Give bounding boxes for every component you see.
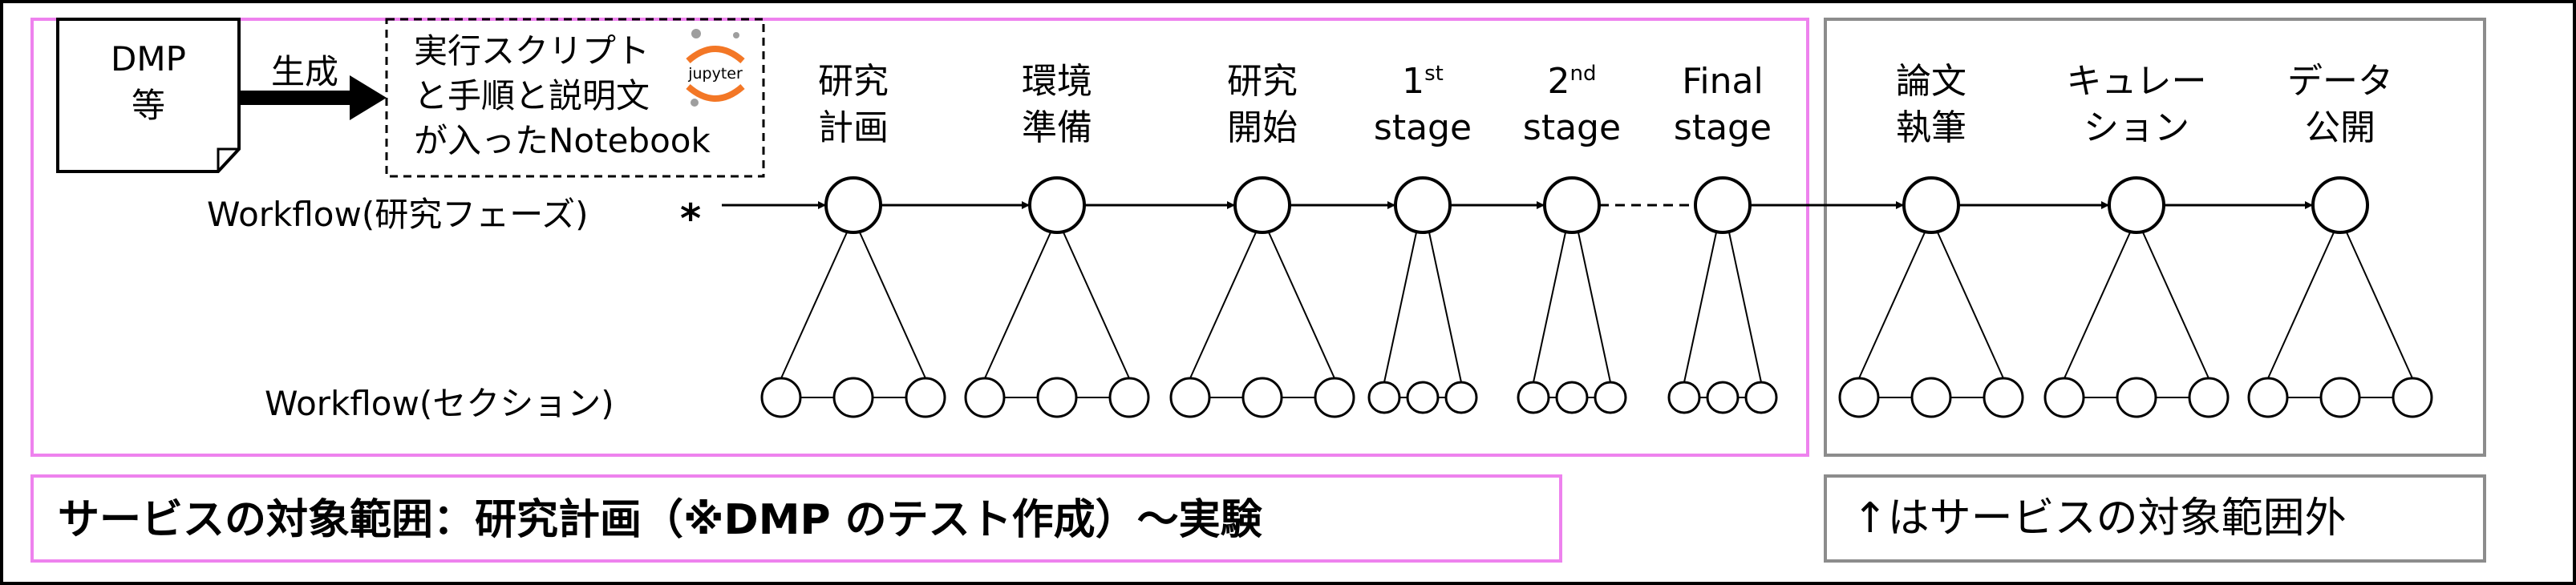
generate-arrow-head xyxy=(350,75,387,120)
tree-branch-line xyxy=(1728,232,1762,383)
section-node xyxy=(1517,381,1550,414)
section-node xyxy=(1444,381,1478,414)
section-node xyxy=(1910,377,1952,418)
section-node xyxy=(2247,377,2289,418)
workflow-phase-label: Workflow(研究フェーズ) xyxy=(207,195,589,234)
dmp-document-icon xyxy=(56,18,241,173)
section-node xyxy=(1744,381,1778,414)
tree-branch-line xyxy=(2267,232,2335,379)
notebook-text-line-2: と手順と説明文 xyxy=(414,76,650,115)
tree-branch-line xyxy=(1428,232,1462,383)
section-node xyxy=(2043,377,2085,418)
phase-label-line1: データ xyxy=(2287,61,2393,102)
phase-node xyxy=(2108,176,2165,234)
tree-branch-line xyxy=(1937,232,2004,379)
section-node xyxy=(1036,377,1078,418)
tree-branch-line xyxy=(2346,232,2413,379)
tree-branch-line xyxy=(984,232,1051,379)
section-node xyxy=(2319,377,2361,418)
phase-label-line1: 2nd xyxy=(1548,61,1597,102)
phase-label-line2: ション xyxy=(2084,107,2189,148)
section-node xyxy=(1983,377,2024,418)
phase-node xyxy=(1902,176,1960,234)
section-node xyxy=(832,377,874,418)
phase-label-line1: 1st xyxy=(1402,61,1444,102)
section-node xyxy=(1406,381,1440,414)
section-node xyxy=(760,377,802,418)
in-scope-region xyxy=(30,18,1809,457)
section-node xyxy=(2116,377,2157,418)
phase-label-line2: 開始 xyxy=(1227,107,1298,148)
generate-label: 生成 xyxy=(271,52,338,91)
phase-label-line2: stage xyxy=(1674,107,1772,148)
phase-label-line1: Final xyxy=(1682,61,1763,102)
section-node xyxy=(1594,381,1627,414)
phase-label-line2: 執筆 xyxy=(1896,107,1966,148)
tree-branch-line xyxy=(780,232,848,379)
section-node xyxy=(1838,377,1880,418)
jupyter-logo-icon: jupyter xyxy=(686,29,745,107)
section-node xyxy=(964,377,1006,418)
section-node xyxy=(1314,377,1355,418)
notebook-box xyxy=(385,18,765,178)
service-scope-text: サービスの対象範囲：研究計画（※DMP のテスト作成）〜実験 xyxy=(58,496,1263,544)
tree-branch-line xyxy=(859,232,926,379)
phase-label-line2: 計画 xyxy=(818,107,889,148)
section-node xyxy=(1555,381,1589,414)
tree-branch-line xyxy=(1683,232,1717,383)
section-node xyxy=(905,377,946,418)
section-node xyxy=(1169,377,1211,418)
phase-node xyxy=(824,176,882,234)
phase-label-line1: 環境 xyxy=(1022,61,1092,102)
phase-label-superscript: nd xyxy=(1570,62,1597,86)
out-of-scope-box xyxy=(1824,474,2486,563)
tree-branch-line xyxy=(1063,232,1130,379)
tree-branch-line xyxy=(1189,232,1257,379)
section-node xyxy=(1367,381,1401,414)
section-node xyxy=(2392,377,2433,418)
tree-branch-line xyxy=(1533,232,1566,383)
tree-branch-line xyxy=(2142,232,2209,379)
phase-label-line1: 研究 xyxy=(1227,61,1298,102)
phase-node xyxy=(1233,176,1291,234)
phase-label-line2: stage xyxy=(1374,107,1472,148)
section-node xyxy=(1241,377,1283,418)
phase-node xyxy=(1694,176,1752,234)
jupyter-logo-text: jupyter xyxy=(687,65,743,83)
dmp-label-etc: 等 xyxy=(132,86,165,125)
tree-branch-line xyxy=(1578,232,1611,383)
phase-node xyxy=(1543,176,1601,234)
phase-label-line1: 研究 xyxy=(818,61,889,102)
phase-label-superscript: st xyxy=(1424,62,1444,86)
out-of-scope-region xyxy=(1824,18,2486,457)
out-of-scope-text: ↑はサービスの対象範囲外 xyxy=(1853,494,2347,543)
phase-node xyxy=(1394,176,1452,234)
section-node xyxy=(1706,381,1740,414)
phase-node xyxy=(1028,176,1086,234)
tree-branch-line xyxy=(1383,232,1417,383)
phase-node xyxy=(2311,176,2369,234)
phase-label-line2: 公開 xyxy=(2305,107,2376,148)
phase-label-line2: 準備 xyxy=(1022,107,1092,148)
tree-branch-line xyxy=(2064,232,2131,379)
phase-label-line1: キュレー xyxy=(2066,61,2206,102)
workflow-section-label: Workflow(セクション) xyxy=(265,384,614,423)
tree-branch-line xyxy=(1858,232,1926,379)
notebook-text-line-1: 実行スクリプト xyxy=(414,31,650,71)
start-asterisk: * xyxy=(680,196,701,242)
tree-branch-line xyxy=(1268,232,1335,379)
dmp-label: DMP xyxy=(111,39,186,79)
service-scope-box xyxy=(30,474,1562,563)
section-node xyxy=(1667,381,1701,414)
phase-label-line1: 論文 xyxy=(1896,61,1966,102)
notebook-text-line-3: が入ったNotebook xyxy=(414,121,711,160)
section-node xyxy=(2188,377,2230,418)
phase-label-line2: stage xyxy=(1523,107,1621,148)
section-node xyxy=(1108,377,1150,418)
